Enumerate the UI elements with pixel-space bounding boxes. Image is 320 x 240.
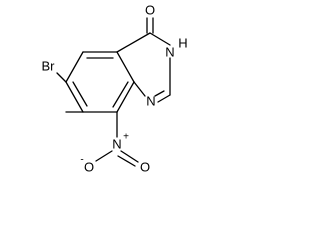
bond-c4a-c4	[116, 32, 151, 53]
atom-br-label: Br	[42, 59, 56, 74]
nitro-n-charge-label: +	[123, 132, 129, 143]
atom-n-ring-label: N	[146, 94, 155, 109]
bond-c2-n1	[157, 94, 171, 103]
bond-n-o-right	[120, 150, 139, 163]
atom-nitro-o-right-label: O	[140, 160, 150, 175]
bond-c7-c6-inner	[72, 81, 88, 107]
atom-nitro-n-label: N	[112, 137, 121, 152]
atom-o-carbonyl-label: O	[145, 3, 155, 18]
nitro-o-left-charge-label: -	[80, 155, 83, 166]
carbonyl-group	[146, 17, 154, 34]
bond-n1-c8a	[133, 81, 146, 97]
nitro-group	[95, 150, 139, 167]
benzene-ring	[65, 51, 135, 113]
bond-c6-br	[56, 72, 67, 83]
atom-nitro-o-left-label: O	[84, 160, 94, 175]
bond-c8a-c8-inner	[112, 81, 129, 108]
atom-nh-n-label: N	[165, 45, 174, 60]
bond-n-o-left	[95, 150, 113, 162]
bond-c6-c5	[65, 51, 84, 83]
bond-c2-n1-inner	[154, 90, 165, 97]
chemical-structure: Br O N H N N + O O -	[42, 3, 188, 175]
bond-c4-n3	[149, 32, 171, 46]
bond-n-o-right-double	[117, 155, 136, 167]
bond-c8a-c8	[116, 81, 135, 113]
pyrimidinone-ring	[116, 32, 171, 103]
bond-c7-c6	[65, 81, 84, 113]
atom-nh-h-label: H	[178, 36, 187, 51]
bond-c4a-c8a	[116, 51, 135, 83]
